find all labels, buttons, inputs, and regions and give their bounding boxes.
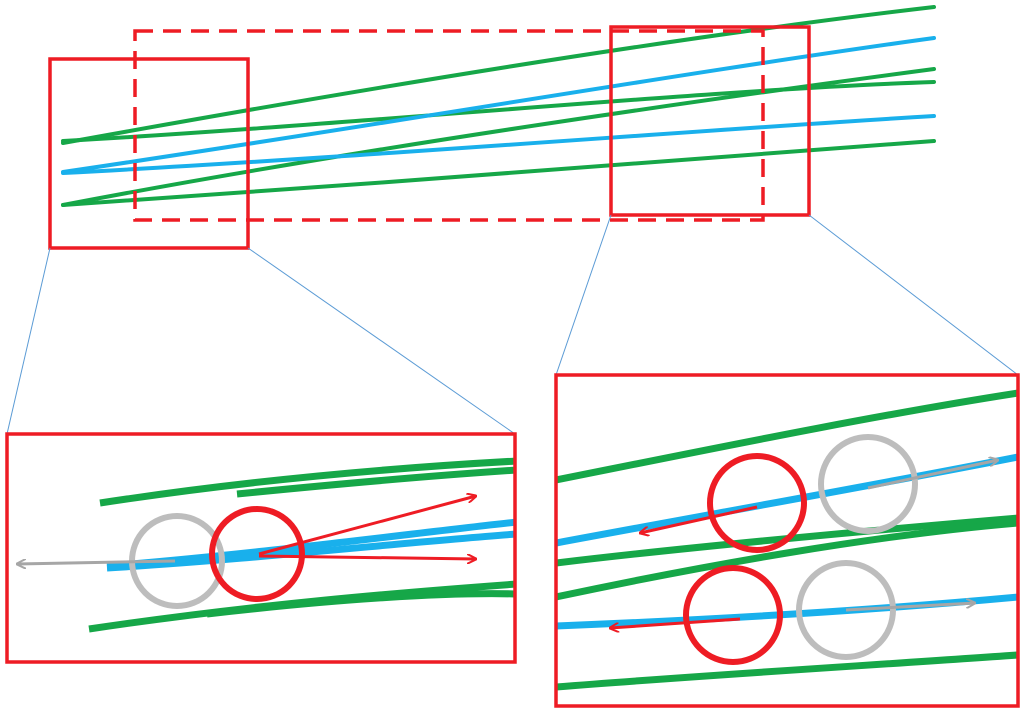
blue-path-1 bbox=[61, 36, 936, 174]
dashed-region-box bbox=[133, 29, 765, 222]
left-zoom-blue-2 bbox=[106, 530, 515, 572]
leader-left-a bbox=[6, 247, 51, 435]
right-zoom-green-4 bbox=[556, 651, 1018, 691]
right-zoom-gray-marker-upper bbox=[818, 434, 918, 534]
right-zoom-panel bbox=[554, 373, 1020, 708]
right-zoom-frame bbox=[554, 373, 1020, 708]
green-track-1 bbox=[61, 5, 936, 145]
right-zoom-source-box bbox=[609, 25, 811, 217]
left-zoom-panel bbox=[5, 432, 517, 664]
green-track-4 bbox=[61, 139, 936, 207]
leader-lines bbox=[6, 214, 1019, 435]
left-zoom-red-arrow-upper bbox=[258, 496, 476, 556]
left-zoom-source-box bbox=[48, 57, 250, 250]
left-zoom-green-lower-2 bbox=[206, 590, 515, 618]
left-zoom-red-marker bbox=[209, 506, 305, 602]
right-zoom-gray-arrow-upper bbox=[867, 460, 998, 490]
right-zoom-gray-marker-lower bbox=[796, 560, 896, 660]
left-zoom-green-upper-2 bbox=[236, 466, 515, 498]
left-zoom-gray-arrow bbox=[17, 561, 176, 564]
right-zoom-red-marker-lower bbox=[683, 565, 783, 665]
right-zoom-gray-arrow-lower bbox=[845, 603, 975, 612]
left-zoom-red-arrow-lower bbox=[258, 556, 476, 559]
right-zoom-red-marker-upper bbox=[707, 453, 807, 553]
overview-green-tracks bbox=[61, 5, 936, 207]
overview-blue-paths bbox=[61, 36, 936, 175]
right-zoom-green-3 bbox=[556, 519, 1018, 601]
right-zoom-red-arrow-lower bbox=[610, 617, 741, 628]
right-zoom-green-1 bbox=[556, 389, 1018, 484]
left-zoom-frame bbox=[5, 432, 517, 664]
blue-path-2 bbox=[61, 114, 936, 175]
right-zoom-red-arrow-upper bbox=[640, 505, 758, 533]
leader-left-b bbox=[247, 247, 516, 435]
right-zoom-blue-2 bbox=[556, 593, 1018, 630]
left-zoom-green-upper bbox=[99, 457, 515, 507]
green-track-2 bbox=[61, 80, 936, 143]
leader-right-a bbox=[555, 214, 612, 376]
leader-right-b bbox=[808, 214, 1019, 376]
green-track-3 bbox=[61, 67, 936, 207]
overview bbox=[48, 5, 936, 250]
